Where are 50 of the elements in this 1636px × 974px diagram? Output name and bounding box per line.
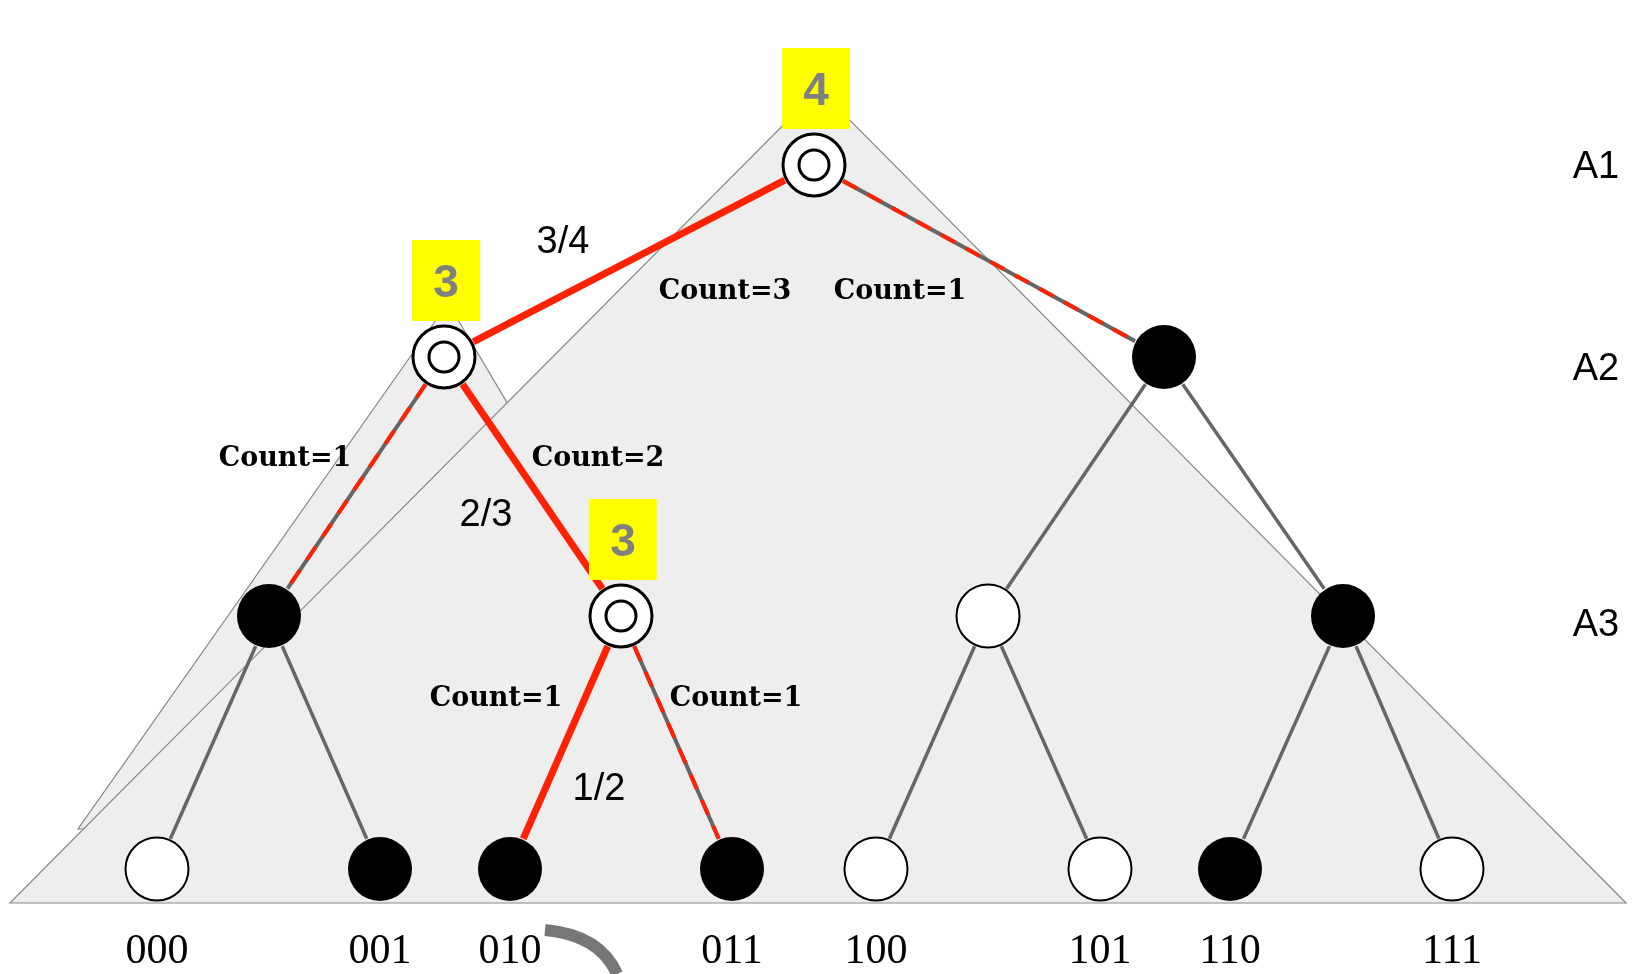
tree-edge bbox=[1354, 645, 1441, 840]
edge-label: Count=2 bbox=[531, 440, 665, 472]
open-circle bbox=[124, 836, 190, 902]
count-tag: 4 bbox=[782, 48, 850, 129]
open-circle bbox=[1419, 836, 1485, 902]
edge-label: Count=1 bbox=[429, 680, 563, 712]
tree-edge bbox=[280, 645, 369, 840]
fraction-label: 1/2 bbox=[572, 765, 626, 809]
filled-circle bbox=[1131, 324, 1197, 390]
leaf-label: 101 bbox=[1068, 928, 1132, 970]
filled-circle bbox=[236, 583, 302, 649]
count-tag: 3 bbox=[412, 240, 480, 321]
edge-label: Count=3 bbox=[658, 273, 792, 305]
edge-label: Count=1 bbox=[218, 440, 352, 472]
edge-label: Count=1 bbox=[833, 273, 967, 305]
filled-circle bbox=[699, 836, 765, 902]
leaf-label: 011 bbox=[701, 928, 763, 970]
leaf-label: 111 bbox=[1422, 928, 1482, 970]
tree-edge bbox=[471, 177, 787, 345]
tree-edge bbox=[887, 645, 977, 840]
double-circle bbox=[411, 324, 477, 390]
tree-edge bbox=[459, 382, 606, 591]
tree-edge bbox=[1241, 645, 1332, 840]
double-circle bbox=[588, 583, 654, 649]
level-label: A1 bbox=[1572, 143, 1620, 187]
leaf-label: 000 bbox=[125, 928, 189, 970]
fraction-label: 3/4 bbox=[536, 218, 590, 262]
tree-edge bbox=[520, 644, 611, 841]
filled-circle bbox=[477, 836, 543, 902]
leaf-label: 100 bbox=[844, 928, 908, 970]
double-circle bbox=[781, 132, 847, 198]
tree-edge bbox=[168, 645, 258, 840]
fraction-label: 2/3 bbox=[459, 491, 513, 535]
open-circle bbox=[843, 836, 909, 902]
filled-circle bbox=[1197, 836, 1263, 902]
edge-label: Count=1 bbox=[669, 680, 803, 712]
filled-circle bbox=[1310, 583, 1376, 649]
count-tag: 3 bbox=[589, 499, 657, 580]
leaf-label: 010 bbox=[478, 928, 542, 970]
open-circle bbox=[955, 583, 1021, 649]
dashed-edge bbox=[632, 645, 721, 840]
tree-edge bbox=[999, 645, 1089, 840]
tree-edge bbox=[1181, 383, 1326, 590]
tree-edge bbox=[1005, 383, 1147, 590]
level-label: A2 bbox=[1572, 345, 1620, 389]
open-circle bbox=[1067, 836, 1133, 902]
filled-circle bbox=[347, 836, 413, 902]
leaf-label: 001 bbox=[348, 928, 412, 970]
level-label: A3 bbox=[1572, 601, 1620, 645]
leaf-label: 110 bbox=[1199, 928, 1261, 970]
